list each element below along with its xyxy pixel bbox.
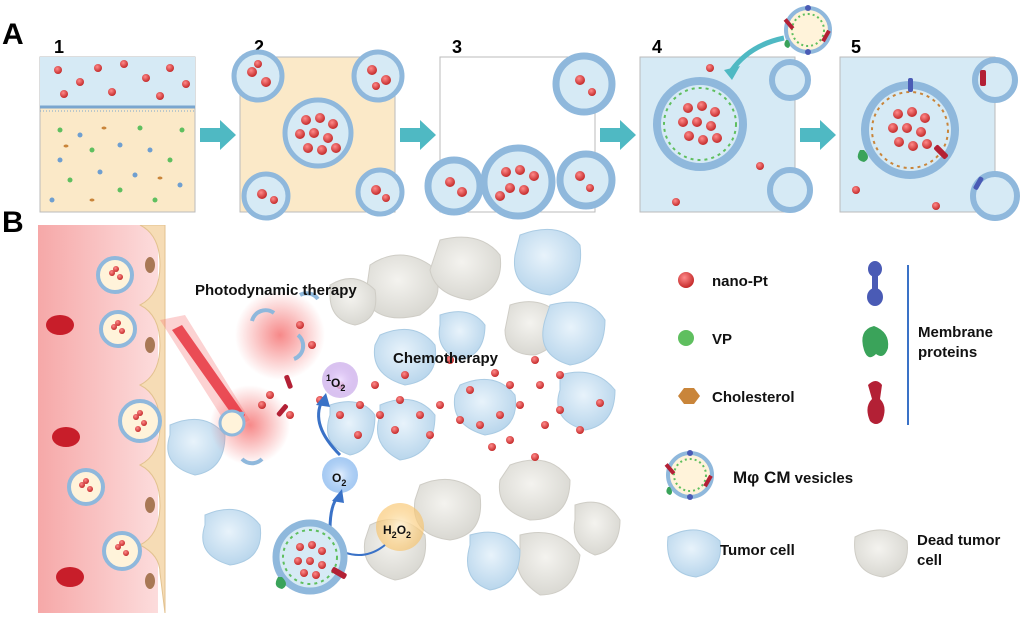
laser-beam — [172, 325, 245, 423]
step-4-box — [639, 56, 813, 213]
chemotherapy-label: Chemotherapy — [393, 350, 499, 367]
red-blood-cells — [46, 315, 84, 587]
panel-a-letter: A — [2, 18, 24, 51]
step-1-nano-pt-particles — [54, 60, 190, 100]
step-3-number: 3 — [452, 37, 463, 57]
panel-a-illustration — [39, 5, 1020, 221]
legend-vesicles-label: Mφ CM vesicles — [733, 468, 853, 487]
pdt-glow-upper — [235, 290, 325, 380]
legend-vp-label: VP — [712, 331, 732, 348]
photodynamic-therapy-label: Photodynamic therapy — [195, 282, 357, 299]
step-3-box — [424, 52, 616, 220]
incoming-vesicle-arrow — [729, 35, 785, 72]
legend-dead-tumor-label-line1: Dead tumor — [917, 532, 1001, 549]
step-2-number: 2 — [254, 37, 265, 57]
step-4-number: 4 — [652, 37, 663, 57]
peroxide-to-oxygen-arrow — [328, 495, 340, 531]
hydrogen-peroxide-label: H2O2 — [383, 523, 411, 540]
legend-membrane-protein-green — [862, 326, 889, 358]
step-1-vp-and-lipids — [49, 125, 185, 203]
legend-vesicle-swatch — [664, 450, 714, 500]
legend-dead-tumor-cell-swatch — [854, 529, 908, 578]
incoming-vesicle — [783, 5, 832, 55]
step-1-box — [39, 56, 196, 213]
hydrogen-peroxide-bubble — [376, 503, 424, 551]
panel-b-letter: B — [2, 206, 24, 239]
oxygen-label: O2 — [332, 471, 346, 488]
central-vesicle — [272, 519, 348, 595]
vesicle-near-glow — [218, 374, 293, 437]
step-arrow-4 — [800, 120, 836, 150]
legend: nano-Pt VP Cholesterol Membrane proteins… — [664, 261, 1001, 578]
legend-nano-pt-swatch — [678, 272, 694, 288]
step-1-number: 1 — [54, 37, 65, 57]
dead-tumor-cells — [329, 236, 621, 596]
legend-cholesterol-swatch — [678, 388, 700, 404]
step-arrow-3 — [600, 120, 636, 150]
legend-membrane-label-line2: proteins — [918, 344, 977, 361]
panel-b-illustration: 1O2 O2 H2O2 Photodynamic therapy Chemoth… — [38, 225, 1001, 614]
legend-membrane-protein-blue — [867, 261, 883, 306]
legend-nano-pt-label: nano-Pt — [712, 273, 768, 290]
legend-membrane-label-line1: Membrane — [918, 324, 993, 341]
step-arrow-1 — [200, 120, 236, 150]
oxygen-bubble — [322, 457, 358, 493]
step-5-number: 5 — [851, 37, 862, 57]
step-2-box — [231, 49, 405, 221]
legend-dead-tumor-label-line2: cell — [917, 552, 942, 569]
tumor-cells — [167, 228, 616, 591]
legend-tumor-cell-label: Tumor cell — [720, 542, 795, 559]
legend-tumor-cell-swatch — [667, 529, 721, 578]
singlet-oxygen-label: 1O2 — [326, 373, 345, 393]
legend-cholesterol-label: Cholesterol — [712, 389, 795, 406]
step-arrow-2 — [400, 120, 436, 150]
legend-vp-swatch — [678, 330, 694, 346]
legend-membrane-protein-red — [867, 381, 885, 424]
singlet-oxygen-bubble — [322, 362, 358, 398]
step-5-box — [839, 56, 1020, 221]
circulating-vesicles — [67, 256, 162, 571]
